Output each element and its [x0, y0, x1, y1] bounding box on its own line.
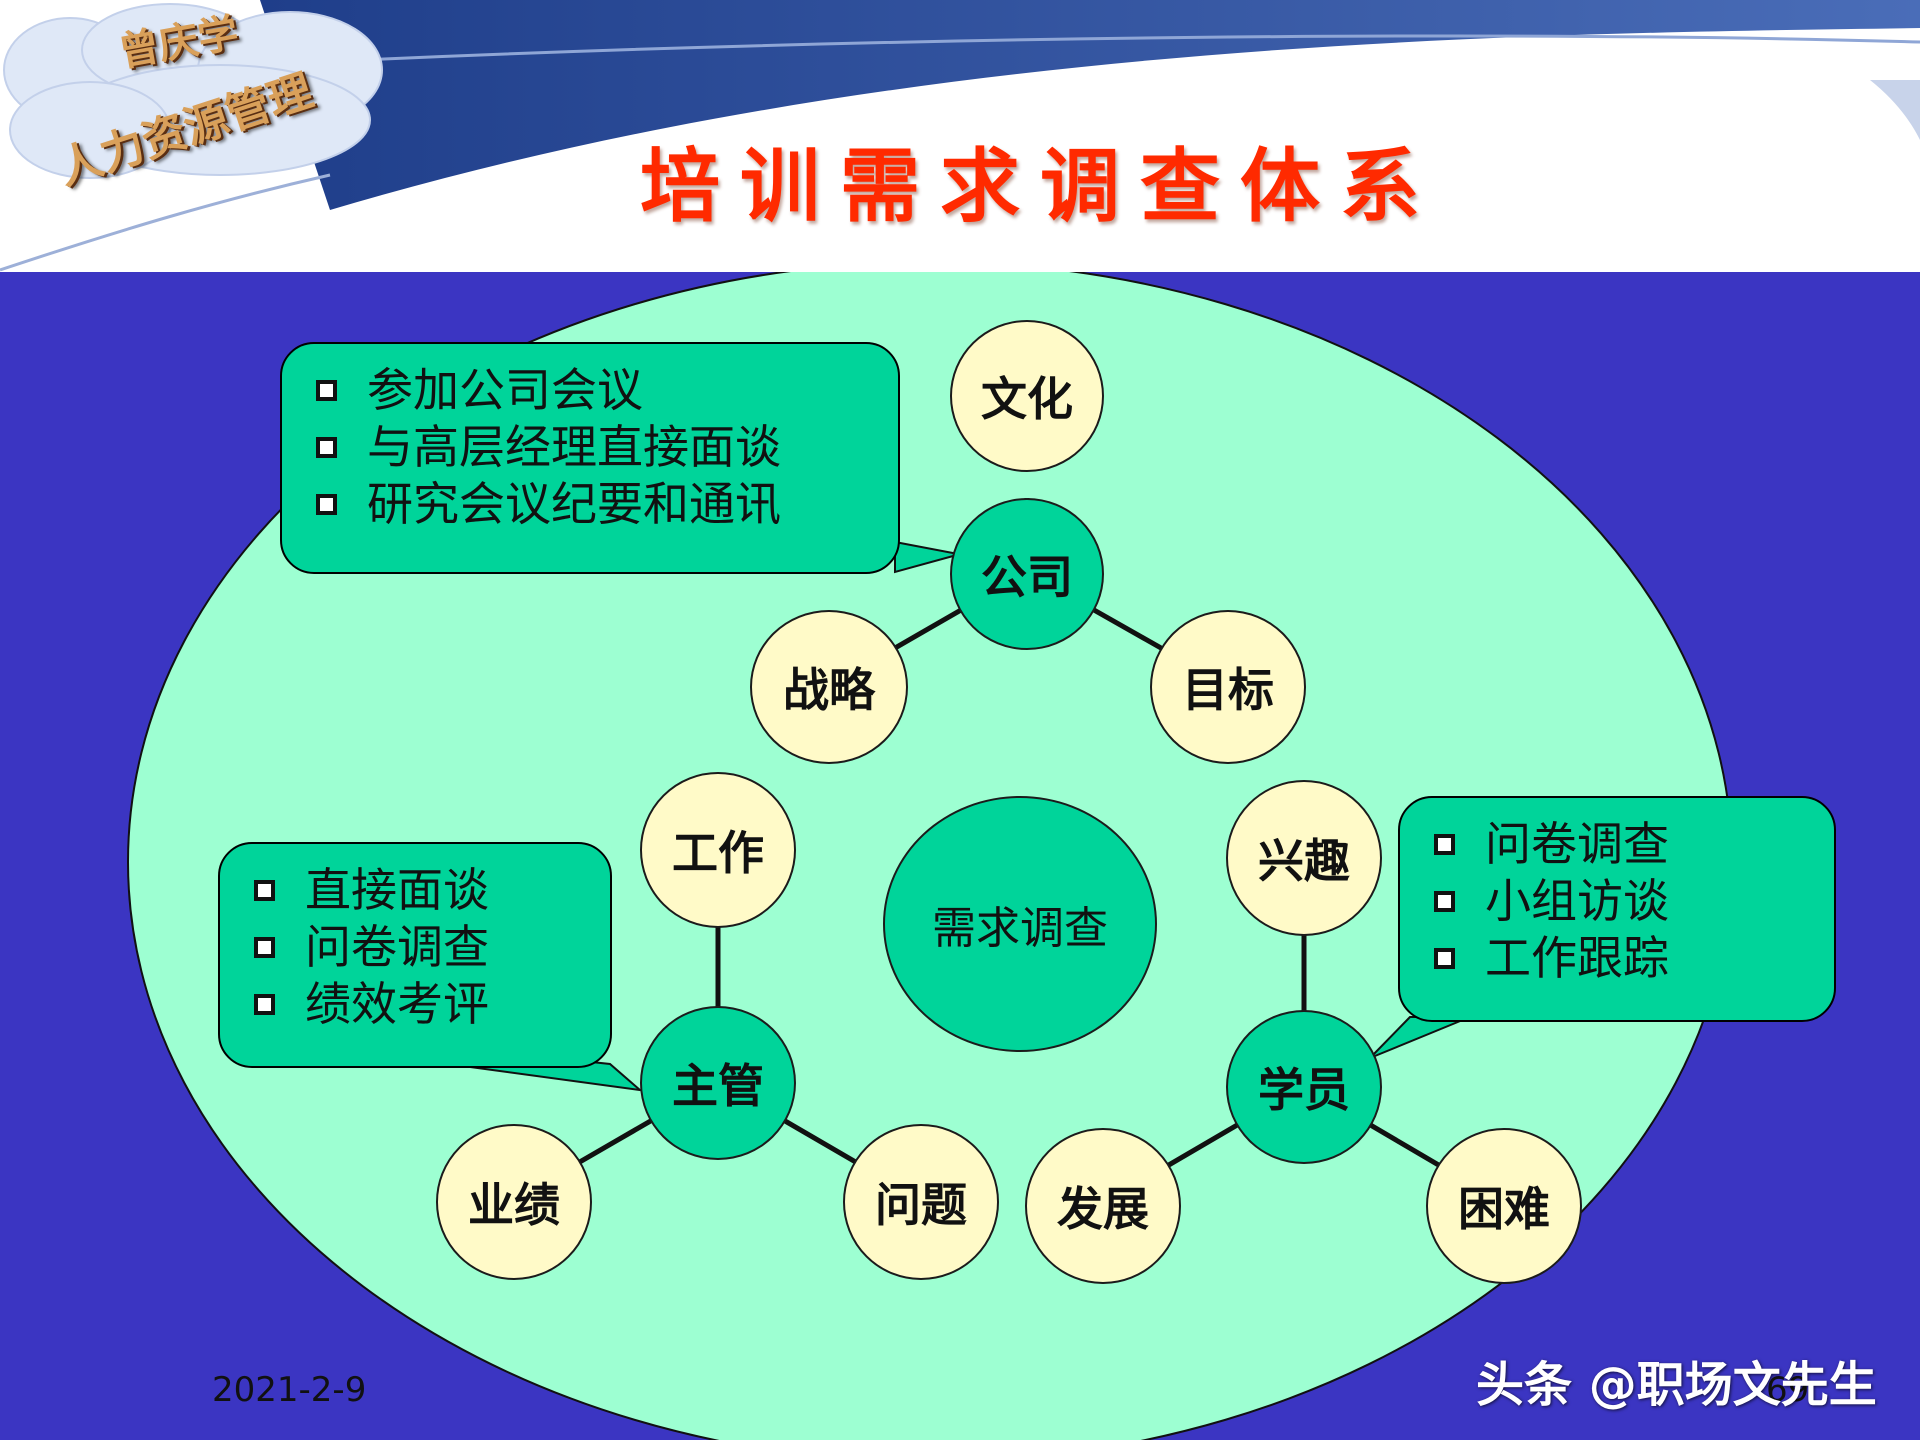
square-bullet-icon [254, 937, 275, 958]
square-bullet-icon [1434, 891, 1455, 912]
leaf-strategy: 战略 [750, 610, 908, 764]
header-swoosh-graphic [0, 0, 1920, 272]
supervisor-methods-list: 直接面谈 问卷调查 绩效考评 [254, 862, 590, 1033]
logo-cloud: 曾庆学 人力资源管理 [0, 0, 400, 200]
square-bullet-icon [316, 494, 337, 515]
square-bullet-icon [1434, 948, 1455, 969]
square-bullet-icon [316, 437, 337, 458]
list-item-text: 绩效考评 [305, 977, 489, 1031]
leaf-goal: 目标 [1150, 610, 1306, 764]
cloud-shape [3, 3, 383, 179]
watermark-text: 头条 @职场文先生 [1476, 1357, 1877, 1413]
list-item: 绩效考评 [254, 976, 590, 1033]
hub-company: 公司 [950, 498, 1104, 650]
list-item-text: 直接面谈 [305, 863, 489, 917]
leaf-development: 发展 [1025, 1128, 1181, 1284]
list-item-text: 工作跟踪 [1485, 931, 1669, 985]
leaf-interest: 兴趣 [1226, 780, 1382, 936]
hub-trainee: 学员 [1226, 1010, 1382, 1164]
square-bullet-icon [254, 994, 275, 1015]
list-item: 工作跟踪 [1434, 930, 1814, 987]
list-item-text: 研究会议纪要和通讯 [367, 477, 781, 531]
list-item: 问卷调查 [1434, 816, 1814, 873]
list-item-text: 问卷调查 [305, 920, 489, 974]
slide-page-number: 69 [1766, 1370, 1810, 1410]
leaf-problem: 问题 [843, 1124, 999, 1280]
list-item: 小组访谈 [1434, 873, 1814, 930]
list-item: 问卷调查 [254, 919, 590, 976]
list-item-text: 问卷调查 [1485, 817, 1669, 871]
list-item: 直接面谈 [254, 862, 590, 919]
company-methods-list: 参加公司会议 与高层经理直接面谈 研究会议纪要和通讯 [316, 362, 878, 533]
center-node: 需求调查 [883, 796, 1157, 1052]
list-item: 参加公司会议 [316, 362, 878, 419]
list-item-text: 与高层经理直接面谈 [367, 420, 781, 474]
slide-title: 培训需求调查体系 [640, 139, 1440, 233]
callout-trainee-methods: 问卷调查 小组访谈 工作跟踪 [1398, 796, 1836, 1022]
leaf-work: 工作 [640, 772, 796, 928]
diagram-area: 参加公司会议 与高层经理直接面谈 研究会议纪要和通讯 直接面谈 问卷调查 绩效考… [0, 272, 1920, 1440]
list-item-text: 小组访谈 [1485, 874, 1669, 928]
slide-date: 2021-2-9 [212, 1370, 367, 1410]
callout-company-methods: 参加公司会议 与高层经理直接面谈 研究会议纪要和通讯 [280, 342, 900, 574]
list-item: 研究会议纪要和通讯 [316, 476, 878, 533]
trainee-methods-list: 问卷调查 小组访谈 工作跟踪 [1434, 816, 1814, 987]
list-item-text: 参加公司会议 [367, 363, 643, 417]
square-bullet-icon [1434, 834, 1455, 855]
leaf-culture: 文化 [950, 320, 1104, 472]
leaf-difficulty: 困难 [1426, 1128, 1582, 1284]
square-bullet-icon [316, 380, 337, 401]
list-item: 与高层经理直接面谈 [316, 419, 878, 476]
callout-supervisor-methods: 直接面谈 问卷调查 绩效考评 [218, 842, 612, 1068]
leaf-performance: 业绩 [436, 1124, 592, 1280]
hub-supervisor: 主管 [640, 1006, 796, 1160]
slide-header: 曾庆学 人力资源管理 培训需求调查体系 [0, 0, 1920, 272]
square-bullet-icon [254, 880, 275, 901]
